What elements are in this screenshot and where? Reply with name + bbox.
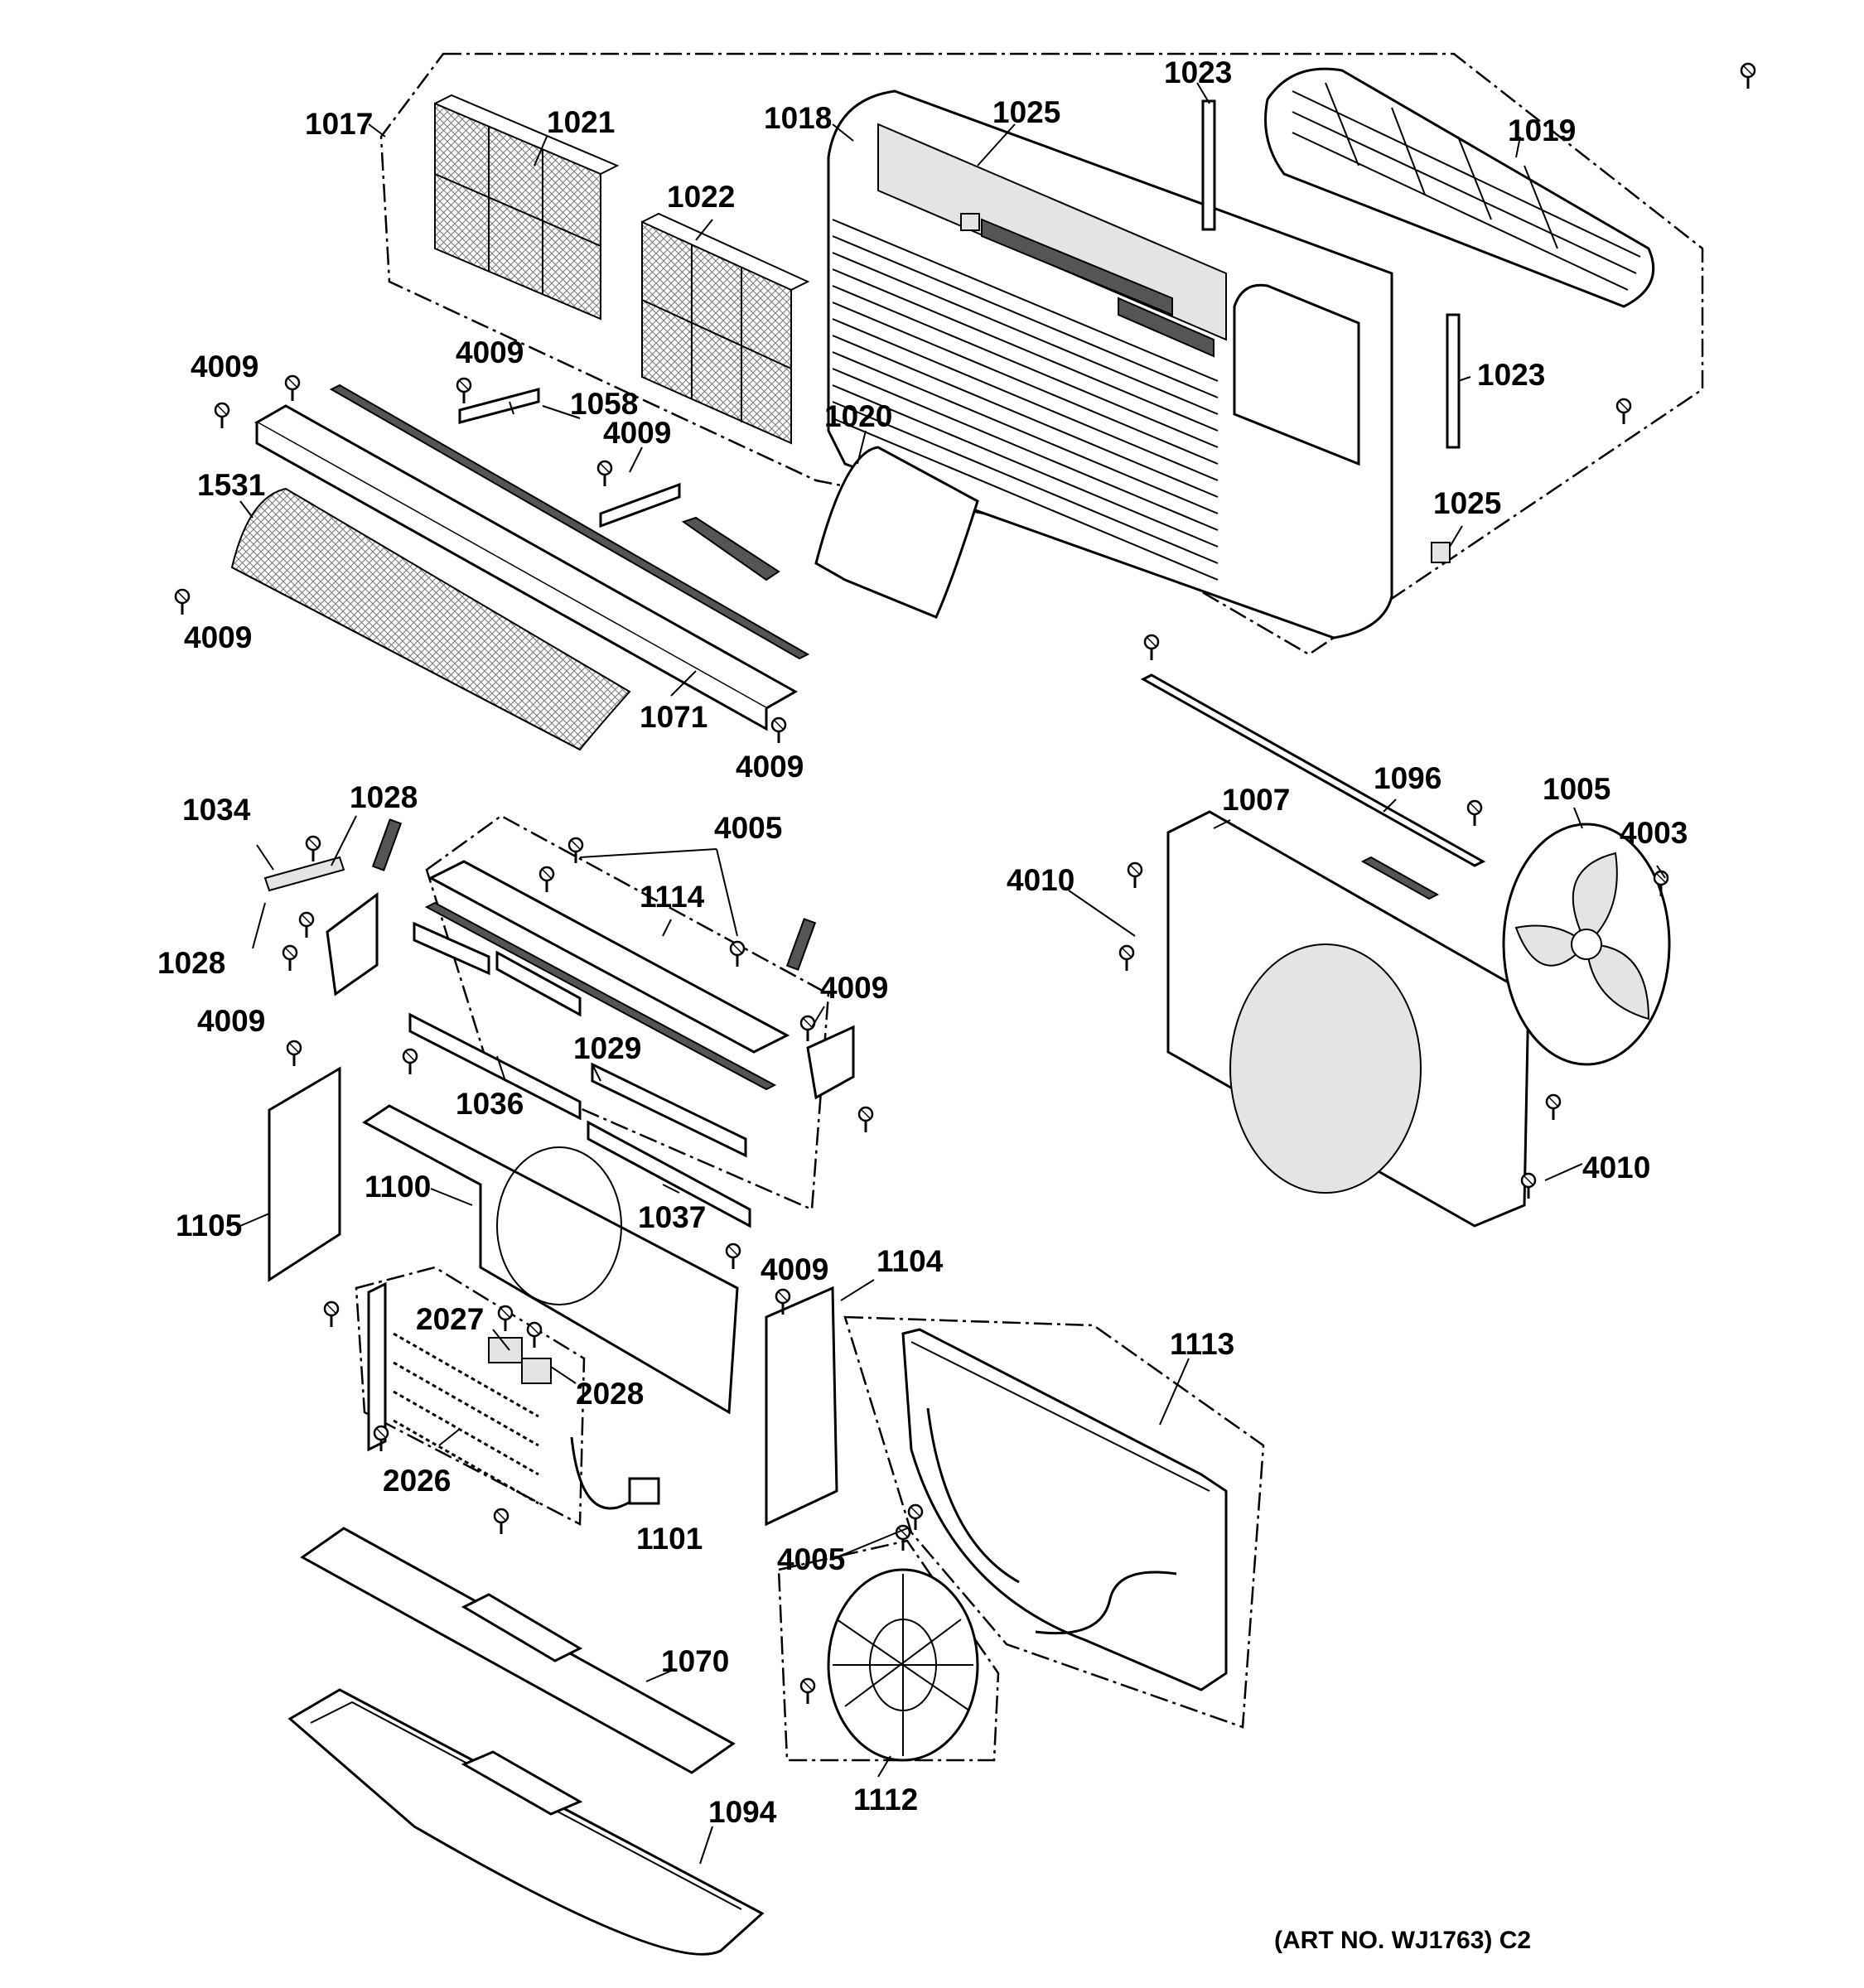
art-number-caption: (ART NO. WJ1763) C2 xyxy=(1274,1927,1531,1954)
lbl-1025-mid: 1025 xyxy=(1433,486,1501,520)
filter-1022 xyxy=(641,212,810,445)
lbl-4009-d: 4009 xyxy=(184,620,252,654)
lbl-1017: 1017 xyxy=(305,107,373,141)
heater-2026-group xyxy=(323,1266,660,1536)
lbl-2027: 2027 xyxy=(416,1302,484,1336)
lbl-1036: 1036 xyxy=(456,1087,524,1121)
lbl-1112: 1112 xyxy=(853,1783,918,1817)
lbl-1037: 1037 xyxy=(638,1200,706,1234)
bracket-1034 xyxy=(263,856,345,892)
lbl-1007: 1007 xyxy=(1222,783,1290,817)
lbl-1025-top: 1025 xyxy=(992,95,1060,129)
lbl-2028: 2028 xyxy=(576,1377,644,1411)
lbl-1100: 1100 xyxy=(365,1170,431,1204)
pan-cover-1070 xyxy=(300,1527,736,1774)
mesh-strip-1029-a xyxy=(413,921,490,976)
drain-pan-group xyxy=(287,1527,765,1956)
lbl-4009-b: 4009 xyxy=(456,335,524,369)
cover-louvers xyxy=(832,219,1219,581)
lbl-1058: 1058 xyxy=(570,387,638,421)
lbl-4009-h: 4009 xyxy=(761,1252,828,1286)
lbl-4010-bot: 4010 xyxy=(1582,1151,1650,1185)
blower-group xyxy=(777,1315,1265,1762)
blower-wheel-1112 xyxy=(827,1568,979,1762)
lbl-1034: 1034 xyxy=(182,793,251,827)
chassis-rail-group xyxy=(174,374,810,751)
lbl-1070: 1070 xyxy=(661,1644,729,1678)
fan-blade-1005 xyxy=(1502,823,1671,1066)
mesh-strip-1029-b xyxy=(591,1062,747,1158)
filter-1021 xyxy=(434,94,620,321)
lbl-1094: 1094 xyxy=(708,1795,777,1829)
lbl-1028-mid: 1028 xyxy=(157,946,225,980)
lbl-4009-e: 4009 xyxy=(736,750,804,784)
callout-labels: 1017 1021 1018 1025 1023 1019 1022 4009 … xyxy=(157,55,1688,1829)
lbl-1113: 1113 xyxy=(1170,1327,1234,1361)
lbl-1101: 1101 xyxy=(636,1522,703,1556)
lbl-1105: 1105 xyxy=(176,1209,242,1242)
lbl-4009-g: 4009 xyxy=(197,1004,265,1038)
blower-housing-1113 xyxy=(901,1328,1228,1691)
leader-lines xyxy=(239,82,1666,1865)
front-cover-group xyxy=(379,52,1756,656)
bar-1037 xyxy=(587,1120,751,1228)
side-plate-1105 xyxy=(268,1066,341,1282)
drain-pan-1094 xyxy=(287,1688,765,1956)
lbl-1020: 1020 xyxy=(824,399,892,433)
outdoor-fan-group xyxy=(1118,634,1671,1228)
connector-1101 xyxy=(628,1477,660,1505)
center-chassis-group xyxy=(263,814,874,1527)
lbl-4003: 4003 xyxy=(1620,816,1688,850)
lbl-1021: 1021 xyxy=(547,105,615,139)
mesh-screen-1531 xyxy=(230,487,631,751)
lbl-4009-c: 4009 xyxy=(603,416,671,450)
bar-1036 xyxy=(408,1012,582,1121)
lbl-1029: 1029 xyxy=(573,1031,641,1065)
lbl-1028-top: 1028 xyxy=(350,780,418,814)
lbl-4009-f: 4009 xyxy=(820,971,888,1005)
lbl-1005: 1005 xyxy=(1543,772,1610,806)
lbl-1531: 1531 xyxy=(197,468,265,502)
panel-1100 xyxy=(362,1104,739,1415)
lbl-4010-top: 4010 xyxy=(1007,863,1074,897)
lbl-4005-top: 4005 xyxy=(714,811,782,845)
clip-1025 xyxy=(1431,542,1451,563)
lbl-1114: 1114 xyxy=(640,880,705,914)
lbl-1096: 1096 xyxy=(1374,761,1441,795)
lbl-1071: 1071 xyxy=(640,700,707,734)
lbl-1023-top: 1023 xyxy=(1164,55,1232,89)
access-door-1020 xyxy=(814,446,979,619)
lbl-1104: 1104 xyxy=(876,1244,944,1278)
lbl-4005-bot: 4005 xyxy=(777,1542,845,1576)
bracket-1023-mid xyxy=(1446,313,1461,449)
side-plate-1104 xyxy=(765,1286,838,1527)
discharge-grille-1019 xyxy=(1264,67,1655,308)
lbl-1023-mid: 1023 xyxy=(1477,358,1545,392)
lbl-1018: 1018 xyxy=(764,101,832,135)
lbl-2026: 2026 xyxy=(383,1464,451,1498)
lbl-4009-a: 4009 xyxy=(191,350,258,384)
lbl-1019: 1019 xyxy=(1508,113,1576,147)
heater-coils xyxy=(393,1332,539,1505)
lbl-1022: 1022 xyxy=(667,180,735,214)
bracket-1023-top xyxy=(1201,99,1216,231)
